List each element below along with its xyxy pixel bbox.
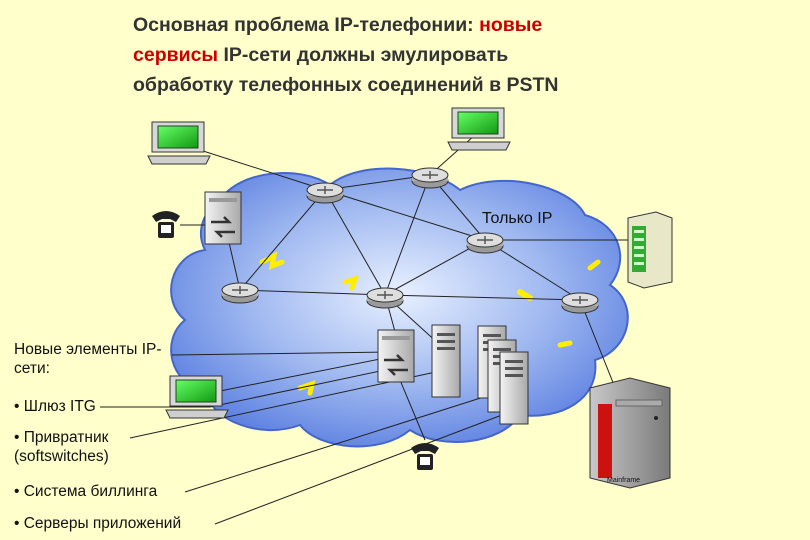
- mainframe-icon: [589, 377, 671, 489]
- link: [239, 289, 386, 296]
- link: [384, 174, 431, 296]
- pstn-switch-icon: [627, 211, 673, 289]
- link: [199, 149, 326, 191]
- router-icon: [411, 167, 449, 189]
- cloud-label: Только IP: [482, 210, 553, 227]
- router-icon: [221, 282, 259, 304]
- callout-lines: [100, 351, 516, 525]
- title-line1-a: Основная проблема IP-телефонии:: [133, 14, 480, 36]
- title-line1-highlight: новые: [479, 14, 543, 36]
- callout-line: [184, 394, 491, 493]
- server-icon: [431, 324, 461, 398]
- telephone-icon: [152, 211, 180, 238]
- gateway-icon: [377, 329, 415, 383]
- link: [399, 379, 426, 441]
- callout-line: [214, 409, 516, 525]
- elements-heading: Новые элементы IP-сети:: [14, 341, 162, 377]
- telephone-icon: [411, 443, 439, 470]
- mainframe-label: Mainframe: [607, 477, 641, 484]
- router-icon: [561, 292, 599, 314]
- server-icon: [499, 351, 529, 425]
- list-item-app-servers: • Серверы приложений: [14, 515, 182, 532]
- page-title: Основная проблема IP-телефонии: новые се…: [133, 10, 693, 100]
- link: [239, 189, 326, 291]
- link: [324, 189, 486, 241]
- monitor-icon: [147, 121, 211, 165]
- router-icon: [306, 182, 344, 204]
- link: [199, 354, 401, 396]
- list-item-billing: • Система биллинга: [14, 483, 158, 500]
- link: [324, 189, 386, 296]
- callout-line: [171, 351, 391, 356]
- list-item-itg: • Шлюз ITG: [14, 398, 96, 415]
- router-icon: [466, 232, 504, 254]
- title-line2-highlight: сервисы: [133, 44, 219, 66]
- callout-line: [100, 369, 386, 408]
- gateway-icon: [204, 191, 242, 245]
- router-icon: [366, 287, 404, 309]
- monitor-icon: [165, 375, 229, 419]
- title-line2-b: IP-сети должны эмулировать: [218, 44, 509, 66]
- title-line3: обработку телефонных соединений в PSTN: [133, 74, 559, 96]
- link: [384, 294, 581, 301]
- list-item-gatekeeper: • Привратник (softswitches): [14, 429, 109, 465]
- monitor-icon: [447, 107, 511, 151]
- elements-list: Новые элементы IP-сети: • Шлюз ITG • При…: [14, 340, 214, 532]
- link: [484, 239, 581, 301]
